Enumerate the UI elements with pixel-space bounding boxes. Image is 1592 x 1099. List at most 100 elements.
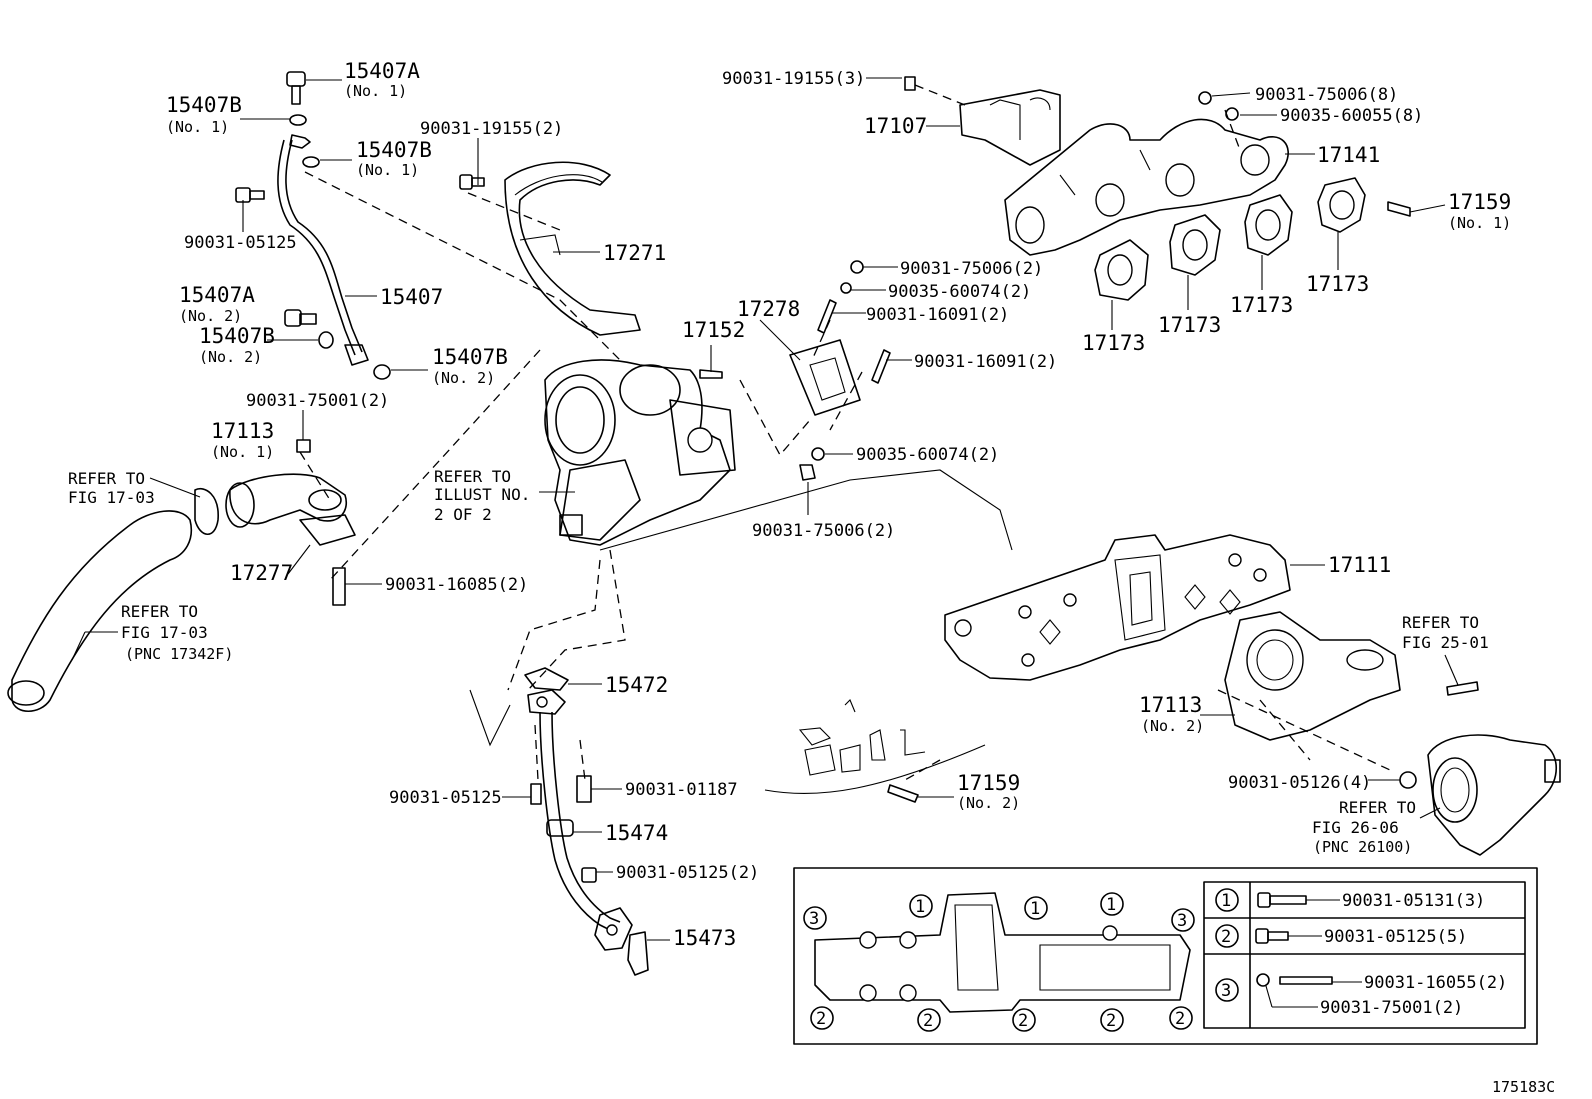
label-90031-05126: 90031-05126(4) [1228,773,1371,793]
legend-part-90031-16055: 90031-16055(2) [1364,973,1507,993]
bolt-90031-05125-b [530,783,542,805]
legend-part-90031-05131: 90031-05131(3) [1342,891,1485,911]
gasket-17277 [299,514,356,546]
union-bolt-shank [291,85,301,105]
label-90031-19155-a: 90031-19155(2) [420,119,563,139]
union-bolt-15407a-no1 [286,71,306,87]
legend-key-1: 1 [1221,891,1231,911]
label-90031-75006-2a: 90031-75006(2) [900,259,1043,279]
label-refer-illust-2: ILLUST NO. [434,485,530,504]
label-refer-fig-17-03-a-1: REFER TO [68,469,145,488]
label-17111: 17111 [1328,553,1391,577]
pipe-eye-bottom [344,344,369,366]
label-17141: 17141 [1317,143,1380,167]
stud-fig-25-01 [1446,681,1479,696]
label-17107: 17107 [864,114,927,138]
label-17159-no1: 17159 [1448,190,1511,214]
bolt-location-inset: 1 1 1 3 3 2 2 2 2 2 1 [793,867,1538,1045]
label-15407a-no1: 15407A [344,59,420,83]
gasket-15407b-no2-b [373,364,391,380]
svg-text:2: 2 [1106,1011,1116,1031]
pipe-15474 [539,711,611,931]
label-17113-no1: 17113 [211,419,274,443]
label-90031-75001: 90031-75001(2) [246,391,389,411]
label-15407b-no2: 15407B [199,324,275,348]
svg-text:1: 1 [1106,895,1116,915]
label-15407b-no1-b-sub: (No. 1) [356,161,419,179]
label-90031-19155-b: 90031-19155(3) [722,69,865,89]
label-refer-fig-26-06-1: REFER TO [1339,798,1416,817]
label-90035-60055-8: 90035-60055(8) [1280,106,1423,126]
legend-key-3: 3 [1221,981,1231,1001]
cylinder-block-outline [469,689,986,803]
part-labels: 15407A (No. 1) 15407B (No. 1) 15407B (No… [68,59,1511,950]
hose-clamp [194,488,219,536]
oil-return-pipe [524,667,649,976]
legend-part-90031-05125: 90031-05125(5) [1324,927,1467,947]
label-15407b-no1-sub: (No. 1) [166,118,229,136]
label-17113-no2: 17113 [1139,693,1202,717]
stud-90031-16091-b [871,349,891,384]
svg-text:2: 2 [1018,1011,1028,1031]
inset-frame [793,867,1538,1045]
bolt-90031-05125-clamp [235,187,251,203]
gasket-15407b-no1-b [302,156,320,168]
label-refer-illust-1: REFER TO [434,467,511,486]
label-17271: 17271 [603,241,666,265]
label-17152: 17152 [682,318,745,342]
gasket-15407b-no1 [289,114,307,126]
bolt-legend-table: 1 90031-05131(3) 2 90031-05125(5) 3 9003… [1203,881,1526,1029]
figure-id: 175183C [1492,1078,1555,1096]
label-15472: 15472 [605,673,668,697]
gasket-15473 [627,931,649,976]
label-15407b-no2-b: 15407B [432,345,508,369]
svg-text:1: 1 [915,897,925,917]
intake-inlet-17113-no2 [1224,611,1479,741]
label-90031-16091-a: 90031-16091(2) [866,305,1009,325]
label-refer-fig-17-03-b-2: FIG 17-03 [121,623,208,642]
svg-text:2: 2 [816,1009,826,1029]
oil-feed-pipe-assembly [235,71,391,380]
manifold-heat-insulator-17107 [904,76,1061,166]
label-90031-75006-2b: 90031-75006(2) [752,521,895,541]
label-17278: 17278 [737,297,800,321]
label-15407b-no1: 15407B [166,93,242,117]
legend-key-2: 2 [1221,927,1231,947]
label-refer-fig-17-03-b-3: (PNC 17342F) [125,645,233,663]
pipe-15407 [277,139,356,356]
label-90031-05125-b: 90031-05125 [389,788,502,808]
label-15407b-no2-b-sub: (No. 2) [432,369,495,387]
label-17173-d: 17173 [1306,272,1369,296]
label-refer-fig-26-06-2: FIG 26-06 [1312,818,1399,837]
label-refer-fig-25-01-2: FIG 25-01 [1402,633,1489,652]
inlet-elbow-17113-no1 [194,439,356,606]
throttle-body [1399,734,1561,856]
label-90031-01187: 90031-01187 [625,780,738,800]
exhaust-manifold-17141 [1004,91,1289,256]
svg-text:2: 2 [1175,1009,1185,1029]
label-15407: 15407 [380,285,443,309]
gasket-15472 [524,667,569,691]
label-17159-no1-sub: (No. 1) [1448,214,1511,232]
svg-text:3: 3 [809,909,819,929]
label-90031-05125-a: 90031-05125 [184,233,297,253]
label-15473: 15473 [673,926,736,950]
turbo-gasket-17278 [789,260,891,481]
label-refer-fig-25-01-1: REFER TO [1402,613,1479,632]
turbo-heat-insulator-17271 [459,161,641,336]
union-90031-01187 [576,775,592,803]
assembly-dashed-lines [299,84,1391,781]
exhaust-gaskets-17173 [1094,177,1411,301]
label-refer-fig-26-06-3: (PNC 26100) [1313,838,1412,856]
label-15474: 15474 [605,821,668,845]
stud-90031-16091-a [817,299,837,334]
union-bolt-15407a-no2 [284,309,302,327]
label-17173-b: 17173 [1158,313,1221,337]
intercooler-hose [7,510,192,713]
label-15407a-no2: 15407A [179,283,255,307]
label-90035-60074-2a: 90035-60074(2) [888,282,1031,302]
stud-90031-16085 [332,567,346,606]
label-17173-c: 17173 [1230,293,1293,317]
stud-17159-no1 [1387,201,1411,217]
